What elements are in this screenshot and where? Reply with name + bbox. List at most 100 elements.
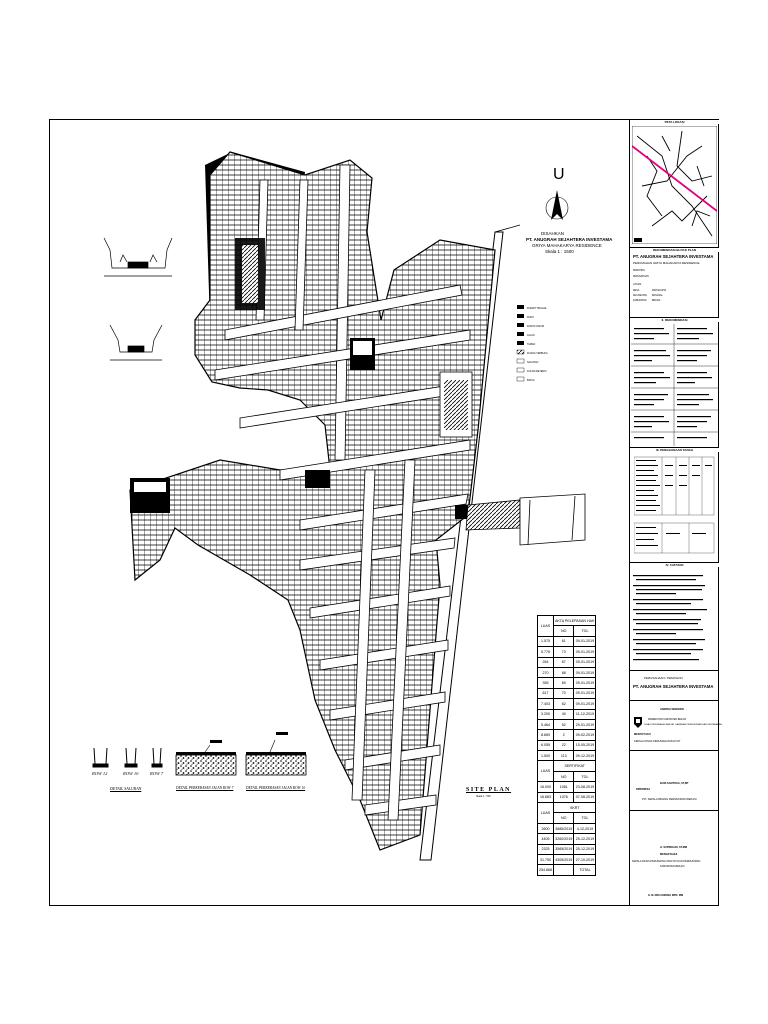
table-cell: 4-12-2019 xyxy=(573,822,597,835)
table-cell: 113 xyxy=(552,750,575,762)
dinas2-label: PLT. KEPALA BIDANG PERMUKIMAN BEKASI xyxy=(642,798,697,801)
table-cell: 09-01-2019 xyxy=(573,687,597,700)
table-subheader: NO xyxy=(552,625,575,637)
legend-item: JALAN xyxy=(527,334,535,337)
table-cell: 52 xyxy=(552,718,575,731)
table-header: LUAS xyxy=(537,802,554,824)
table-cell: 25-12-2019 xyxy=(573,833,597,845)
table-cell: 3.200 xyxy=(537,708,554,720)
row10-label: ROW 10 xyxy=(123,771,139,776)
table-cell: 16.000 xyxy=(537,781,554,793)
menyetujui-label: MENYETUJUI xyxy=(634,733,651,736)
stamp-line4: Skala 1 : 1500 xyxy=(545,249,574,254)
table-cell: 67 xyxy=(552,656,575,668)
pavement-detail-10 xyxy=(245,732,307,776)
legend-item: KOLAM RETENSI xyxy=(527,370,547,373)
perusahaan-name: PT. ANUGRAH SEJAHTERA INVESTAMA xyxy=(633,684,714,689)
cross-section-1 xyxy=(103,237,173,277)
legend-item: FASOS FASUM xyxy=(527,325,544,328)
signatory-name: ANDRIA WIBOWO xyxy=(660,707,684,711)
saluran-details xyxy=(92,747,163,768)
catatan-section: IV. CATATAN xyxy=(630,562,719,670)
table-cell: 8.669 xyxy=(537,729,554,741)
table-cell: 270 xyxy=(537,666,554,679)
penggunaan-heading: III. PENGGUNAAN TANAH xyxy=(630,448,719,452)
table-row: 254.668 TOTAL xyxy=(537,864,597,876)
table-cell: 355 xyxy=(537,677,554,689)
table-cell: 73 xyxy=(552,646,575,658)
table-cell: 264 xyxy=(537,656,554,668)
north-label: U xyxy=(553,166,565,183)
table-cell: TOTAL xyxy=(573,864,597,876)
table-cell: 617 xyxy=(537,687,554,700)
table-cell: 09-12-2019 xyxy=(573,750,597,762)
table-cell: 70 xyxy=(552,687,575,700)
field: PERUSAHAAN xyxy=(633,276,649,278)
table-header: AKTA PELEPASAN HAK xyxy=(552,614,597,627)
table-cell: 09-01-2019 xyxy=(573,656,597,668)
row12-label: ROW 12 xyxy=(92,771,108,776)
table-subheader: TGL xyxy=(573,770,597,783)
table-cell: 09-01-2019 xyxy=(573,635,597,648)
dinas-name: DINAS PERUMAHAN RAKYAT, KAWASAN PERMUKIM… xyxy=(644,724,723,726)
table-subheader: TGL xyxy=(573,812,597,824)
table-cell: 09-01-2019 xyxy=(573,677,597,689)
table-cell: 27-10-2019 xyxy=(573,853,597,866)
table-header: LUAS xyxy=(537,760,554,783)
site-plan-title: SITE PLAN xyxy=(466,787,512,793)
catatan-notes xyxy=(633,575,707,661)
table-subheader: TGL xyxy=(573,625,597,637)
table-cell xyxy=(552,864,575,876)
table-cell: 07-08-2019 xyxy=(573,791,597,804)
signatory-name: H. SUPRIHADI, ST,MM xyxy=(660,846,688,849)
signature-section-3: H. SUPRIHADI, ST,MM MENGETAHUI KEPALA DI… xyxy=(630,810,719,906)
block-plan-heading: REKOMENDASI BLOCK PLAN xyxy=(630,248,719,252)
location-map xyxy=(632,126,717,244)
rekomendasi-grid xyxy=(631,324,718,446)
project-name: PERUMAHAN GRIYA MAHAKARYA RESIDENCE xyxy=(633,261,700,265)
table-cell: 23-08-2019 xyxy=(573,781,597,793)
table-cell: 6.055 xyxy=(537,739,554,752)
field-value: BANGSAL xyxy=(652,295,663,297)
field: KECAMATAN xyxy=(633,295,647,297)
table-cell: 09-02-2019 xyxy=(573,729,597,741)
table-cell: 15-05-2019 xyxy=(573,739,597,752)
table-cell: 3260/2019 xyxy=(552,833,575,845)
legend-item: RUMAH TINGGAL xyxy=(527,307,547,310)
table-cell: 16.683 xyxy=(537,791,554,804)
table-header: LUAS xyxy=(537,615,554,637)
table-cell: 254.668 xyxy=(537,864,554,876)
table-cell: 09-01-2019 xyxy=(573,666,597,679)
table-cell: 11-12-2019 xyxy=(573,708,597,720)
field: DESA xyxy=(633,290,640,292)
north-arrow xyxy=(545,190,569,220)
table-header: SKRT xyxy=(552,802,597,814)
table-cell: 22 xyxy=(552,739,575,752)
row7-label: ROW 7 xyxy=(150,771,164,776)
table-cell: 62 xyxy=(552,698,575,710)
rekomendasi-section: II. REKOMENDASI xyxy=(630,317,719,447)
table-subheader: NO xyxy=(552,812,575,824)
table-cell: 1.575 xyxy=(537,635,554,648)
legend: RUMAH TINGGAL RUKO FASOS FASUM JALAN TAM… xyxy=(527,304,548,385)
table-subheader: NO xyxy=(552,770,575,783)
legend-item: RUKO xyxy=(527,316,534,319)
signatory-name: BUDI SANTOSA, ST,MT xyxy=(660,782,689,785)
table-cell: 2 xyxy=(552,729,575,741)
title-block: PETA LOKASI REKOMENDASI BLOCK PLAN PT. A… xyxy=(629,119,723,906)
table-cell: 5.464 xyxy=(537,718,554,731)
field: PEMOHON xyxy=(633,270,645,272)
